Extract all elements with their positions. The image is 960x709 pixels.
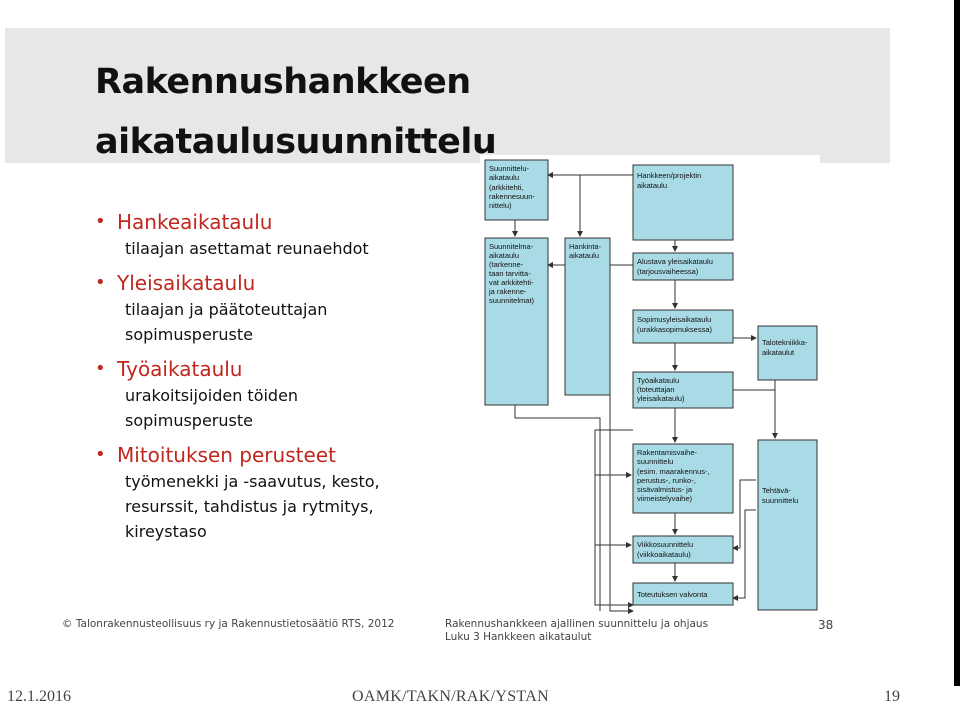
svg-text:Sopimusyleisaikataulu(urakkaso: Sopimusyleisaikataulu(urakkasopimuksessa… (637, 315, 713, 334)
bullet-head: Hankeaikataulu (117, 210, 273, 234)
bullet-sub: urakoitsijoiden töiden sopimusperuste (125, 386, 299, 430)
box-alustava-yleisaikataulu: Alustava yleisaikataulu(tarjousvaiheessa… (632, 252, 734, 281)
bullet-head: Mitoituksen perusteet (117, 443, 336, 467)
svg-text:Tehtävä-suunnittelu: Tehtävä-suunnittelu (762, 486, 798, 505)
box-talotekniikka-aikataulut: Talotekniikka-aikataulut (757, 325, 818, 381)
bullet-yleisaikataulu: Yleisaikataulu tilaajan ja päätoteuttaja… (95, 269, 475, 347)
box-suunnitteluaikataulu: Suunnittelu-aikataulu(arkkitehti,rakenne… (484, 159, 549, 221)
box-suunnitelmaaikataulu: Suunnitelma-aikataulu(tarkenne-taan tarv… (484, 237, 549, 406)
right-edge-bar (954, 0, 960, 686)
svg-text:Talotekniikka-aikataulut: Talotekniikka-aikataulut (762, 338, 808, 357)
source-reference: Rakennushankkeen ajallinen suunnittelu j… (445, 618, 708, 644)
box-toteutuksen-valvonta: Toteutuksen valvonta (632, 582, 734, 606)
diagram-connectors (512, 172, 778, 614)
bullet-mitoitus: Mitoituksen perusteet työmenekki ja -saa… (95, 441, 475, 544)
source-copyright: © Talonrakennusteollisuus ry ja Rakennus… (62, 618, 395, 630)
bullet-list: Hankeaikataulu tilaajan asettamat reunae… (95, 208, 475, 552)
svg-text:Suunnittelu-aikataulu(arkkiteh: Suunnittelu-aikataulu(arkkitehti,rakenne… (489, 164, 535, 210)
bullet-tyoaikataulu: Työaikataulu urakoitsijoiden töiden sopi… (95, 355, 475, 433)
bullet-head: Työaikataulu (117, 357, 243, 381)
source-line-2: Luku 3 Hankkeen aikataulut (445, 631, 592, 643)
svg-text:Toteutuksen valvonta: Toteutuksen valvonta (637, 590, 708, 599)
svg-text:Suunnitelma-aikataulu(tarkenne: Suunnitelma-aikataulu(tarkenne-taan tarv… (488, 242, 535, 305)
slide-footer-text: OAMK/TAKN/RAK/YSTAN (352, 688, 549, 705)
schedule-flow-diagram: Suunnittelu-aikataulu(arkkitehti,rakenne… (480, 155, 820, 615)
slide-date: 12.1.2016 (7, 688, 71, 705)
svg-text:Alustava yleisaikataulu(tarjou: Alustava yleisaikataulu(tarjousvaiheessa… (637, 257, 713, 276)
source-page-number: 38 (818, 618, 834, 632)
box-hankinta-aikataulu: Hankinta-aikataulu (564, 237, 611, 396)
box-sopimusyleisaikataulu: Sopimusyleisaikataulu(urakkasopimuksessa… (632, 309, 734, 344)
slide-page-number: 19 (884, 688, 900, 705)
box-tehtavasuunnittelu: Tehtävä-suunnittelu (757, 439, 818, 611)
svg-text:Rakentamisvaihe-suunnittelu(es: Rakentamisvaihe-suunnittelu(esim. maarak… (637, 448, 710, 503)
title-line-1: Rakennushankkeen (95, 62, 471, 102)
source-line-1: Rakennushankkeen ajallinen suunnittelu j… (445, 618, 709, 630)
bullet-sub: tilaajan ja päätoteuttajan sopimusperust… (125, 300, 328, 344)
box-rakentamisvaihesuunnittelu: Rakentamisvaihe-suunnittelu(esim. maarak… (632, 443, 734, 514)
bullet-sub: tilaajan asettamat reunaehdot (125, 239, 369, 258)
bullet-head: Yleisaikataulu (117, 271, 256, 295)
bullet-sub: työmenekki ja -saavutus, kesto, resurssi… (125, 472, 380, 541)
title-band (5, 28, 890, 163)
slide-title: Rakennushankkeen aikataulusuunnittelu (95, 52, 497, 172)
svg-text:Viikkosuunnittelu(viikkoaikata: Viikkosuunnittelu(viikkoaikataulu) (637, 540, 693, 559)
box-viikkosuunnittelu: Viikkosuunnittelu(viikkoaikataulu) (632, 535, 734, 564)
svg-text:Hankinta-aikataulu: Hankinta-aikataulu (569, 242, 602, 260)
title-line-2: aikataulusuunnittelu (95, 122, 497, 162)
bullet-hankeaikataulu: Hankeaikataulu tilaajan asettamat reunae… (95, 208, 475, 261)
